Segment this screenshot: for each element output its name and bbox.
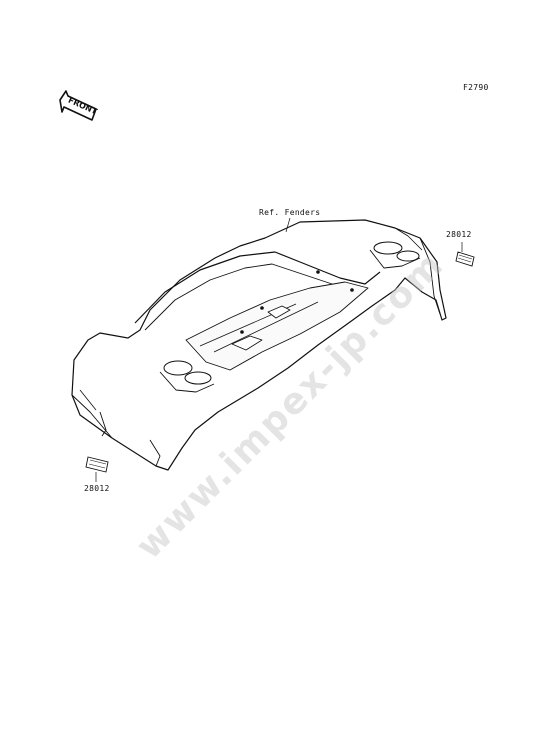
label-sticker-left [85, 456, 109, 482]
ref-fenders-label: Ref. Fenders [259, 208, 321, 217]
rear-fender-drawing [71, 219, 447, 471]
label-sticker-right [455, 242, 475, 267]
ref-fenders-leader [285, 217, 291, 233]
part-number-right[interactable]: 28012 [446, 230, 472, 239]
front-arrow-icon: FRONT [59, 90, 99, 121]
figure-code: F2790 [463, 83, 489, 92]
part-number-left[interactable]: 28012 [84, 484, 110, 493]
